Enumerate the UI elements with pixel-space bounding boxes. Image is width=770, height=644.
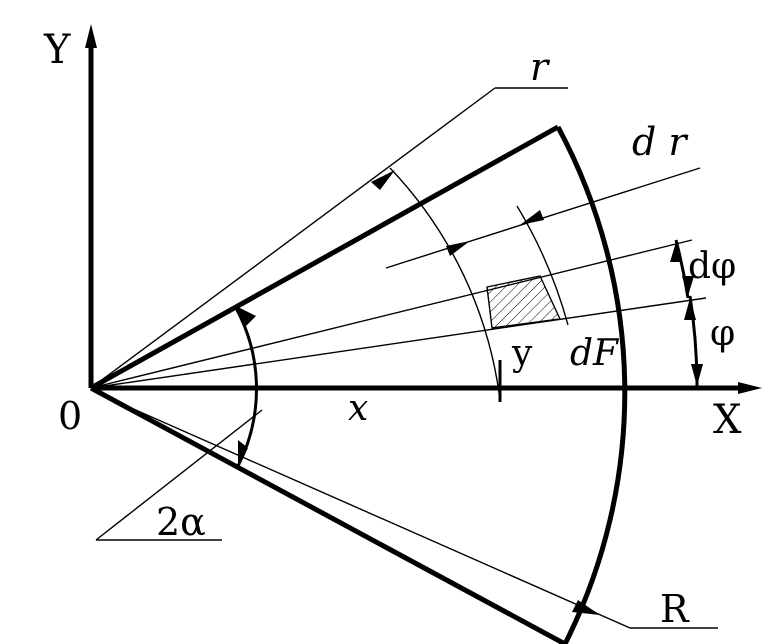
x-axis-label: X (713, 397, 742, 443)
origin-label: 0 (58, 394, 82, 438)
y-axis-label: Y (43, 27, 71, 73)
dF-label: dF (570, 333, 620, 374)
dphi-label: dφ (688, 246, 736, 287)
y-axis (85, 24, 97, 388)
y-label: y (511, 333, 533, 374)
r-label: r (530, 45, 551, 89)
sector-lower-edge (89, 385, 567, 644)
sector-upper-edge (89, 124, 560, 391)
x-label: x (348, 388, 368, 429)
radius-R-line (94, 391, 718, 629)
sector-outer-arc (555, 125, 628, 644)
phi-dimension (684, 295, 703, 389)
R-label: R (660, 587, 690, 631)
area-element-dF (486, 275, 562, 329)
phi-label: φ (710, 313, 735, 354)
radius-r-line (94, 87, 568, 386)
ray-phi (90, 297, 707, 389)
dr-label: d r (632, 120, 689, 164)
ray-phi-plus-dphi (90, 239, 693, 389)
arc-radius-r (389, 167, 501, 401)
x-axis (91, 382, 762, 394)
dr-dimension (385, 167, 701, 269)
dphi-dimension (670, 239, 694, 299)
arc-radius-r-plus-dr (516, 205, 569, 326)
two-alpha-label: 2α (156, 500, 206, 544)
two-alpha-angle-arc (95, 306, 263, 541)
